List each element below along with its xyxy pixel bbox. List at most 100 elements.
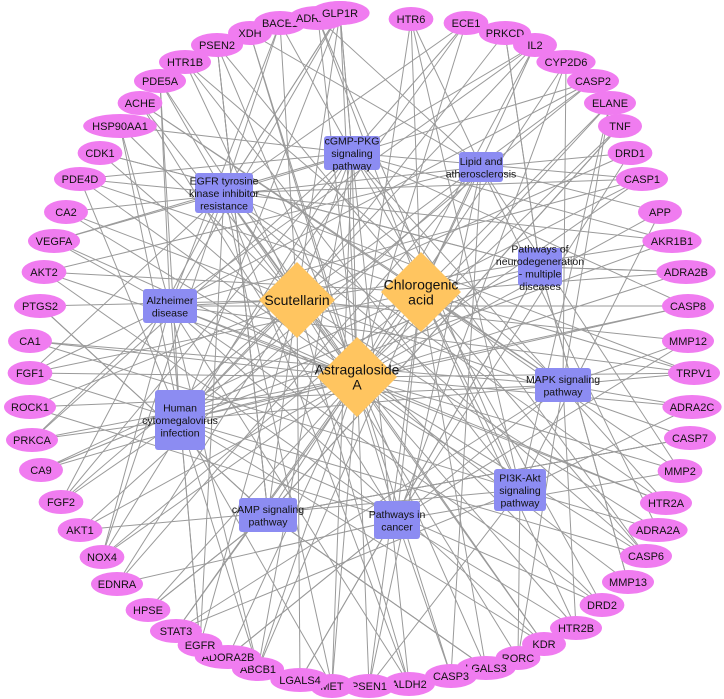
edge-target-pathway [43, 166, 482, 273]
target-node[interactable]: IL2 [513, 33, 557, 57]
edge-target-compound [420, 291, 695, 374]
edge-target-pathway [223, 12, 341, 194]
target-node[interactable]: ELANE [584, 91, 636, 115]
target-node[interactable]: LGALS4 [270, 668, 330, 692]
target-node[interactable]: TRPV1 [668, 361, 720, 385]
edge-target-pathway [410, 18, 482, 168]
target-node[interactable]: PTGS2 [14, 294, 66, 318]
pathway-box [535, 368, 591, 402]
target-node[interactable]: CASP2 [567, 69, 619, 93]
edge-target-compound [40, 291, 422, 471]
target-node[interactable]: CA2 [44, 200, 88, 224]
target-node[interactable]: DRD2 [579, 593, 625, 617]
target-node[interactable]: ECE1 [443, 11, 489, 35]
target-node[interactable]: CASP7 [664, 426, 716, 450]
target-node[interactable]: FGF2 [38, 490, 84, 514]
edge-target-compound [139, 102, 358, 378]
edge-target-compound [257, 291, 422, 670]
target-node[interactable]: PSEN1 [343, 674, 395, 698]
edge-target-pathway [223, 178, 643, 194]
target-node[interactable]: EDNRA [91, 572, 143, 596]
target-node[interactable]: CDK1 [77, 141, 123, 165]
target-node[interactable]: HTR6 [388, 7, 434, 31]
target-label: PDE5A [142, 76, 179, 88]
target-node[interactable]: AKT1 [57, 518, 103, 542]
target-label: XDH [238, 28, 261, 40]
target-node[interactable]: MMP2 [657, 459, 703, 483]
target-node[interactable]: ADRA2A [628, 518, 688, 542]
target-node[interactable]: MMP13 [602, 570, 654, 594]
target-node[interactable]: PRKCA [6, 428, 58, 452]
compound-node[interactable]: Scutellarin [259, 262, 335, 338]
target-node[interactable]: CASP8 [662, 294, 714, 318]
target-node[interactable]: VEGFA [28, 229, 80, 253]
target-node[interactable]: HPSE [125, 598, 171, 622]
target-node[interactable]: HTR2A [640, 491, 692, 515]
edge-target-compound [249, 32, 358, 378]
target-label: IL2 [527, 40, 542, 52]
target-node[interactable]: CASP6 [620, 544, 672, 568]
edge-target-compound [101, 376, 358, 558]
target-label: CA2 [55, 207, 76, 219]
target-node[interactable]: GLP1R [314, 1, 366, 25]
edge-target-compound [29, 340, 358, 378]
edge-compound-pathway [169, 305, 358, 378]
edge-target-pathway [119, 125, 171, 307]
target-node[interactable]: DRD1 [607, 141, 653, 165]
target-label: AKR1B1 [651, 236, 693, 248]
target-node[interactable]: CASP1 [616, 167, 668, 191]
target-label: AKT1 [66, 525, 94, 537]
target-node[interactable]: ROCK1 [4, 395, 56, 419]
target-node[interactable]: AKT2 [21, 260, 67, 284]
target-node[interactable]: ADRA2B [656, 260, 716, 284]
target-node[interactable]: TNF [598, 114, 642, 138]
target-node[interactable]: PSEN2 [191, 33, 243, 57]
target-node[interactable]: ADRA2C [662, 395, 722, 419]
edge-target-compound [29, 299, 298, 408]
target-node[interactable]: NOX4 [79, 545, 125, 569]
target-node[interactable]: MMP12 [662, 329, 714, 353]
target-node[interactable]: AKR1B1 [642, 229, 702, 253]
edge-target-pathway [29, 340, 521, 491]
target-node[interactable]: CA1 [8, 329, 52, 353]
target-node[interactable]: STAT3 [150, 619, 202, 643]
target-node[interactable]: ACHE [117, 91, 163, 115]
target-node[interactable]: HSP90AA1 [83, 114, 157, 138]
edge-target-pathway [159, 80, 171, 307]
target-node[interactable]: CYP2D6 [536, 50, 596, 74]
target-label: CASP1 [624, 174, 660, 186]
pathway-box [143, 289, 197, 323]
target-node[interactable]: PDE4D [54, 167, 106, 191]
edge-target-pathway [351, 44, 536, 154]
target-node[interactable]: CASP3 [425, 664, 477, 688]
edge-target-pathway [29, 192, 225, 374]
target-node[interactable]: CA9 [19, 458, 63, 482]
pathway-box [195, 173, 253, 213]
target-ellipse [83, 114, 157, 138]
target-node[interactable]: HTR1B [159, 50, 211, 74]
target-node[interactable]: HTR2B [550, 616, 602, 640]
target-node[interactable]: ALDH2 [383, 672, 435, 696]
target-node[interactable]: APP [638, 200, 682, 224]
target-node[interactable]: FGF1 [7, 361, 53, 385]
target-node[interactable]: PDE5A [134, 69, 186, 93]
edge-target-pathway [175, 489, 521, 632]
edge-target-pathway [517, 489, 521, 659]
edge-target-compound [79, 376, 358, 531]
edge-target-compound [79, 178, 422, 293]
